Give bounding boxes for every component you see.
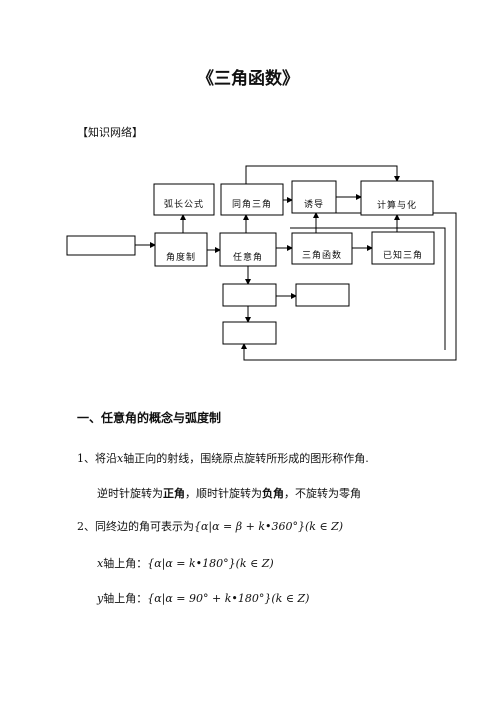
paragraph-rotation: 逆时针旋转为正角，顺时针旋转为负角，不旋转为零角 — [97, 485, 361, 501]
box-calculation: 计算与化 — [360, 180, 434, 216]
box-degree-system: 角度制 — [154, 232, 208, 267]
box-same-angle-trig-label: 同角三角 — [232, 198, 272, 210]
p5-cond: (k ∈ Z) — [271, 592, 310, 605]
paragraph-coterminal: 2、同终边的角可表示为{α|α = β + k•360°}(k ∈ Z) — [77, 518, 343, 534]
box-empty-a — [222, 283, 277, 307]
p4-cond: (k ∈ Z) — [235, 557, 274, 570]
box-trig-function-label: 三角函数 — [302, 249, 342, 261]
paragraph-x-axis-angle: x轴上角：{α|α = k•180°}(k ∈ Z) — [97, 555, 274, 571]
box-arbitrary-angle-label: 任意角 — [233, 251, 263, 263]
p1-prefix: 1、将沿 — [77, 452, 117, 465]
p5-formula: {α|α = 90° + k•180°} — [147, 592, 272, 605]
box-arc-length-formula: 弧长公式 — [153, 183, 215, 216]
box-calculation-label: 计算与化 — [377, 199, 417, 211]
paragraph-definition: 1、将沿x轴正向的射线，围绕原点旋转所形成的图形称作角. — [77, 450, 369, 466]
box-known-trig: 已知三角 — [371, 231, 435, 265]
p4-formula: {α|α = k•180°} — [147, 557, 236, 570]
p4-label: 轴上角： — [103, 557, 148, 570]
p3-prefix: 2、同终边的角可表示为 — [77, 520, 194, 533]
p5-label: 轴上角： — [103, 592, 148, 605]
box-induction-label: 诱导 — [304, 198, 324, 210]
p2-e: ，不旋转为零角 — [284, 487, 361, 500]
p5-var: y — [97, 592, 104, 605]
p3-cond: (k ∈ Z) — [305, 520, 344, 533]
box-empty-b — [295, 283, 350, 307]
box-arc-length-formula-label: 弧长公式 — [164, 198, 204, 210]
p1-var: x — [117, 452, 124, 465]
box-trig-function: 三角函数 — [291, 232, 353, 265]
p3-formula: {α|α = β + k•360°} — [194, 520, 305, 533]
section-heading: 一、任意角的概念与弧度制 — [77, 411, 222, 425]
box-arbitrary-angle: 任意角 — [219, 232, 277, 267]
p2-negative-angle: 负角 — [262, 487, 284, 500]
p2-positive-angle: 正角 — [163, 487, 185, 500]
box-source — [66, 235, 136, 256]
box-same-angle-trig: 同角三角 — [220, 183, 284, 216]
box-empty-c — [222, 321, 277, 345]
paragraph-y-axis-angle: y轴上角：{α|α = 90° + k•180°}(k ∈ Z) — [97, 590, 309, 606]
p2-a: 逆时针旋转为 — [97, 487, 163, 500]
page-title: 《三角函数》 — [197, 69, 299, 89]
p4-var: x — [97, 557, 104, 570]
knowledge-network-label: 【知识网络】 — [77, 126, 143, 139]
box-known-trig-label: 已知三角 — [383, 249, 423, 261]
p2-c: ，顺时针旋转为 — [185, 487, 262, 500]
p1-suffix: 轴正向的射线，围绕原点旋转所形成的图形称作角. — [123, 452, 369, 465]
box-degree-system-label: 角度制 — [166, 251, 196, 263]
box-induction: 诱导 — [291, 180, 337, 214]
